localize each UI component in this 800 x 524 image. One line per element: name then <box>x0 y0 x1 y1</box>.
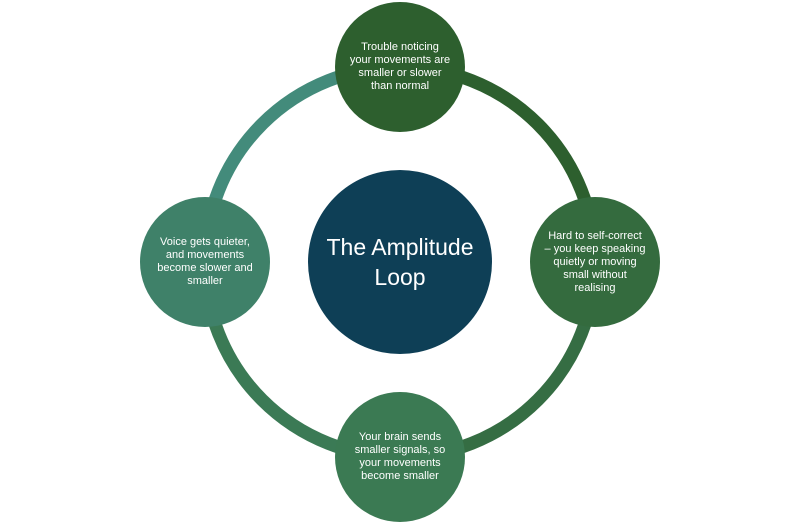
loop-step-bottom-text: Your brain sends smaller signals, so you… <box>354 431 446 482</box>
loop-step-bottom: Your brain sends smaller signals, so you… <box>335 392 465 522</box>
loop-step-left: Voice gets quieter, and movements become… <box>140 197 270 327</box>
loop-step-top: Trouble noticing your movements are smal… <box>335 2 465 132</box>
loop-step-right: Hard to self-correct – you keep speaking… <box>530 197 660 327</box>
loop-step-top-text: Trouble noticing your movements are smal… <box>349 41 451 92</box>
loop-step-left-text: Voice gets quieter, and movements become… <box>157 236 253 287</box>
center-circle: The Amplitude Loop <box>308 170 492 354</box>
loop-step-right-text: Hard to self-correct – you keep speaking… <box>544 229 646 294</box>
center-title: The Amplitude Loop <box>326 234 474 290</box>
